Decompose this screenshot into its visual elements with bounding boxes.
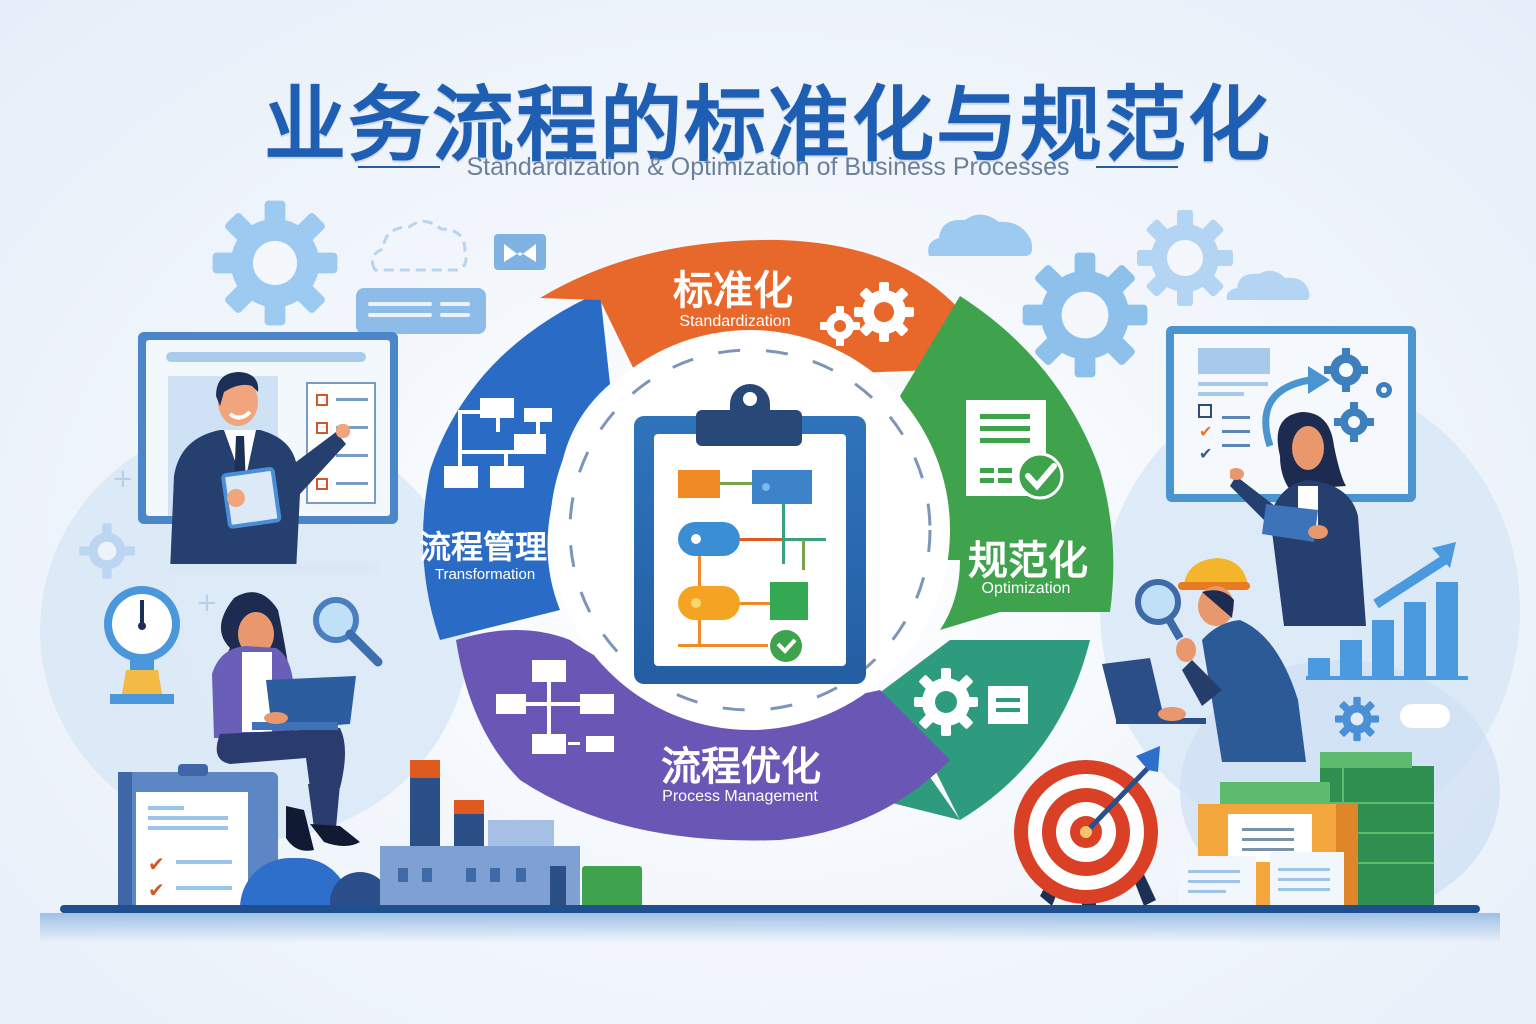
gear-icon [1334, 696, 1380, 742]
gears-icon [1324, 348, 1392, 442]
checklist-icon: ✔ ✔ [136, 792, 248, 910]
subtitle-row: Standardization & Optimization of Busine… [0, 150, 1536, 184]
segment-title-transformation: 流程管理 [418, 528, 547, 566]
ground-line [60, 905, 1480, 913]
page-subtitle: Standardization & Optimization of Busine… [466, 152, 1070, 181]
gears-icon [820, 282, 914, 346]
businessman-figure [170, 372, 350, 572]
cloud-icon [1225, 268, 1311, 302]
factory-illustration [380, 760, 580, 908]
document-icon [1270, 852, 1344, 908]
flowchart-icon [496, 660, 614, 754]
segment-process-management [456, 630, 950, 841]
businesswoman-figure [1230, 412, 1366, 626]
gear-icon [212, 200, 338, 326]
gear-list-icon [914, 668, 1028, 736]
presenter-base [168, 564, 378, 572]
page-title: 业务流程的标准化与规范化 [263, 78, 1272, 173]
document-check-icon [966, 400, 1064, 500]
divider [1095, 166, 1178, 168]
gear-icon [1022, 252, 1148, 378]
gear-icon [1137, 210, 1233, 306]
segment-title-standardization: 标准化 [673, 268, 793, 314]
stopwatch-icon [104, 586, 180, 704]
segment-subtitle-transformation: Transformation [434, 566, 536, 583]
cloud-outline-icon [370, 220, 468, 272]
message-card-icon [356, 288, 486, 334]
growth-chart-icon [1306, 542, 1468, 680]
segment-subtitle-standardization: Standardization [679, 313, 791, 330]
org-chart-icon [444, 398, 552, 488]
cash-stack-icon [582, 866, 642, 908]
plus-sparkle-icon: + [196, 588, 218, 618]
cloud-icon [1400, 704, 1450, 728]
rotate-arrow-icon [1262, 366, 1330, 448]
clipboard-flowchart-icon [634, 384, 866, 684]
ground-shadow [40, 913, 1500, 943]
magnifier-icon [313, 597, 383, 667]
segment-title-optimization: 规范化 [968, 538, 1088, 584]
divider [358, 166, 441, 168]
target-icon [1014, 746, 1160, 906]
document-icon [1178, 856, 1256, 908]
plus-sparkle-icon: + [112, 464, 134, 494]
segment-subtitle-optimization: Optimization [981, 580, 1071, 597]
woman-laptop-figure [212, 592, 360, 851]
mail-icon [494, 234, 546, 270]
segment-subtitle-process-management: Process Management [662, 788, 818, 805]
segment-title-process-management: 流程优化 [661, 744, 821, 790]
segment-standardization [540, 239, 960, 382]
cloud-icon [925, 212, 1035, 258]
gear-icon [79, 523, 135, 579]
worker-with-magnifier-figure [1102, 558, 1306, 762]
